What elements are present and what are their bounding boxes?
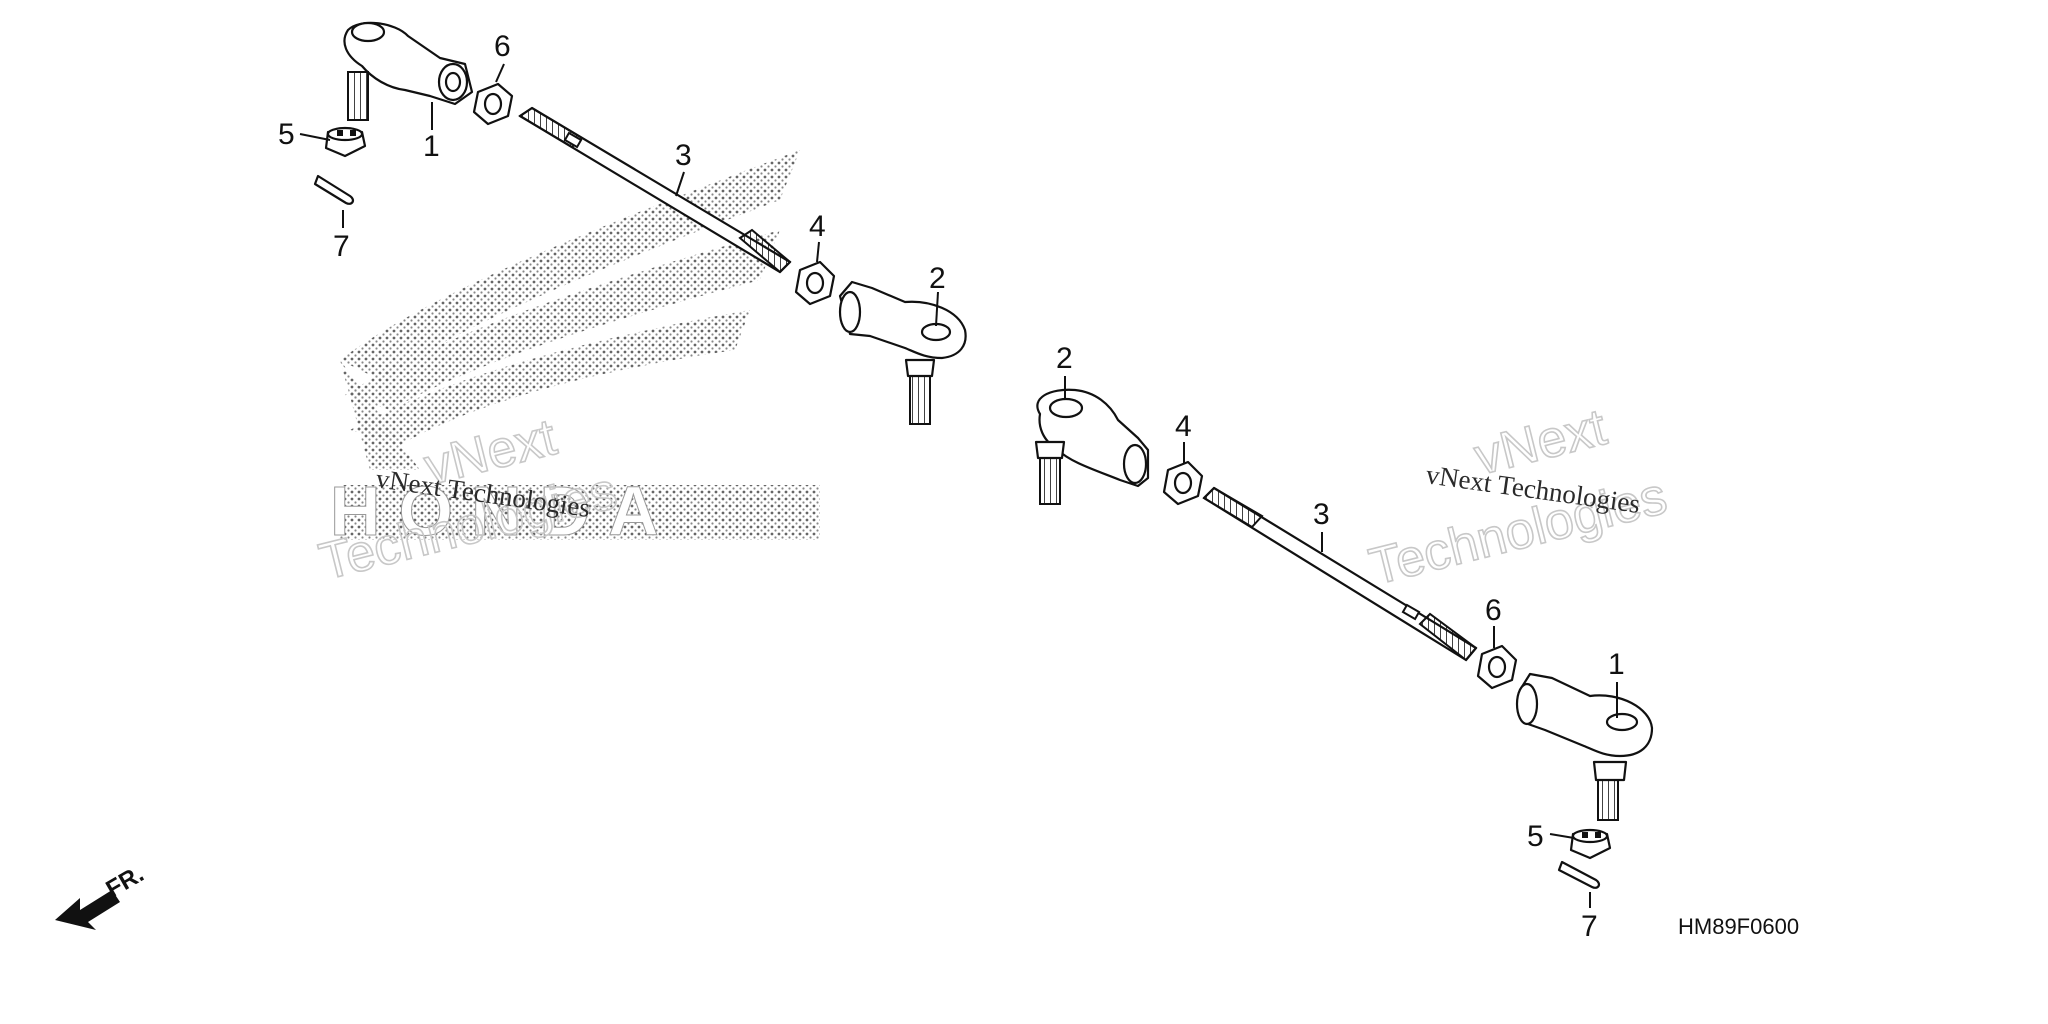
lock-nut-outer (472, 82, 514, 126)
callout-3: 3 (675, 139, 692, 172)
drawing-code: HM89F0600 (1678, 914, 1799, 939)
callout-6: 6 (494, 30, 511, 63)
callout-3: 3 (1313, 498, 1330, 531)
callout-7: 7 (1581, 910, 1598, 943)
cotter-pin (1557, 860, 1601, 889)
tie-rod-end-inner (1034, 388, 1150, 505)
cotter-pin (313, 174, 355, 205)
callout-1: 1 (1608, 648, 1625, 681)
watermark-right: vNext Technologies vNext Technologies (1363, 397, 1673, 597)
tie-rod (518, 106, 792, 274)
callout-4: 4 (809, 210, 826, 243)
callout-4: 4 (1175, 410, 1192, 443)
tie-rod-end-outer (343, 21, 474, 121)
callout-6: 6 (1485, 594, 1502, 627)
lock-nut-inner (1162, 460, 1204, 506)
callout-7: 7 (333, 230, 350, 263)
right-tie-rod-assembly (1034, 376, 1654, 908)
callout-2: 2 (929, 262, 946, 295)
front-arrow-icon (55, 890, 120, 930)
callout-5: 5 (1527, 820, 1544, 853)
honda-logo-text: HONDA (330, 472, 677, 550)
callout-5: 5 (278, 118, 295, 151)
front-direction-indicator: FR. (55, 860, 148, 930)
lock-nut-outer (1476, 644, 1518, 690)
tie-rod-end-inner (838, 280, 967, 425)
left-tie-rod-assembly (299, 21, 967, 425)
lock-nut-inner (794, 260, 836, 306)
tie-rod-end-outer (1515, 672, 1654, 821)
castle-nut (1569, 828, 1612, 860)
tie-rod (1202, 486, 1478, 662)
callout-2: 2 (1056, 342, 1073, 375)
callout-1: 1 (423, 130, 440, 163)
castle-nut (324, 126, 367, 158)
callouts-right: 2 4 3 6 1 5 7 (1056, 342, 1625, 943)
callouts-left: 1 6 3 4 2 5 7 (278, 30, 946, 295)
